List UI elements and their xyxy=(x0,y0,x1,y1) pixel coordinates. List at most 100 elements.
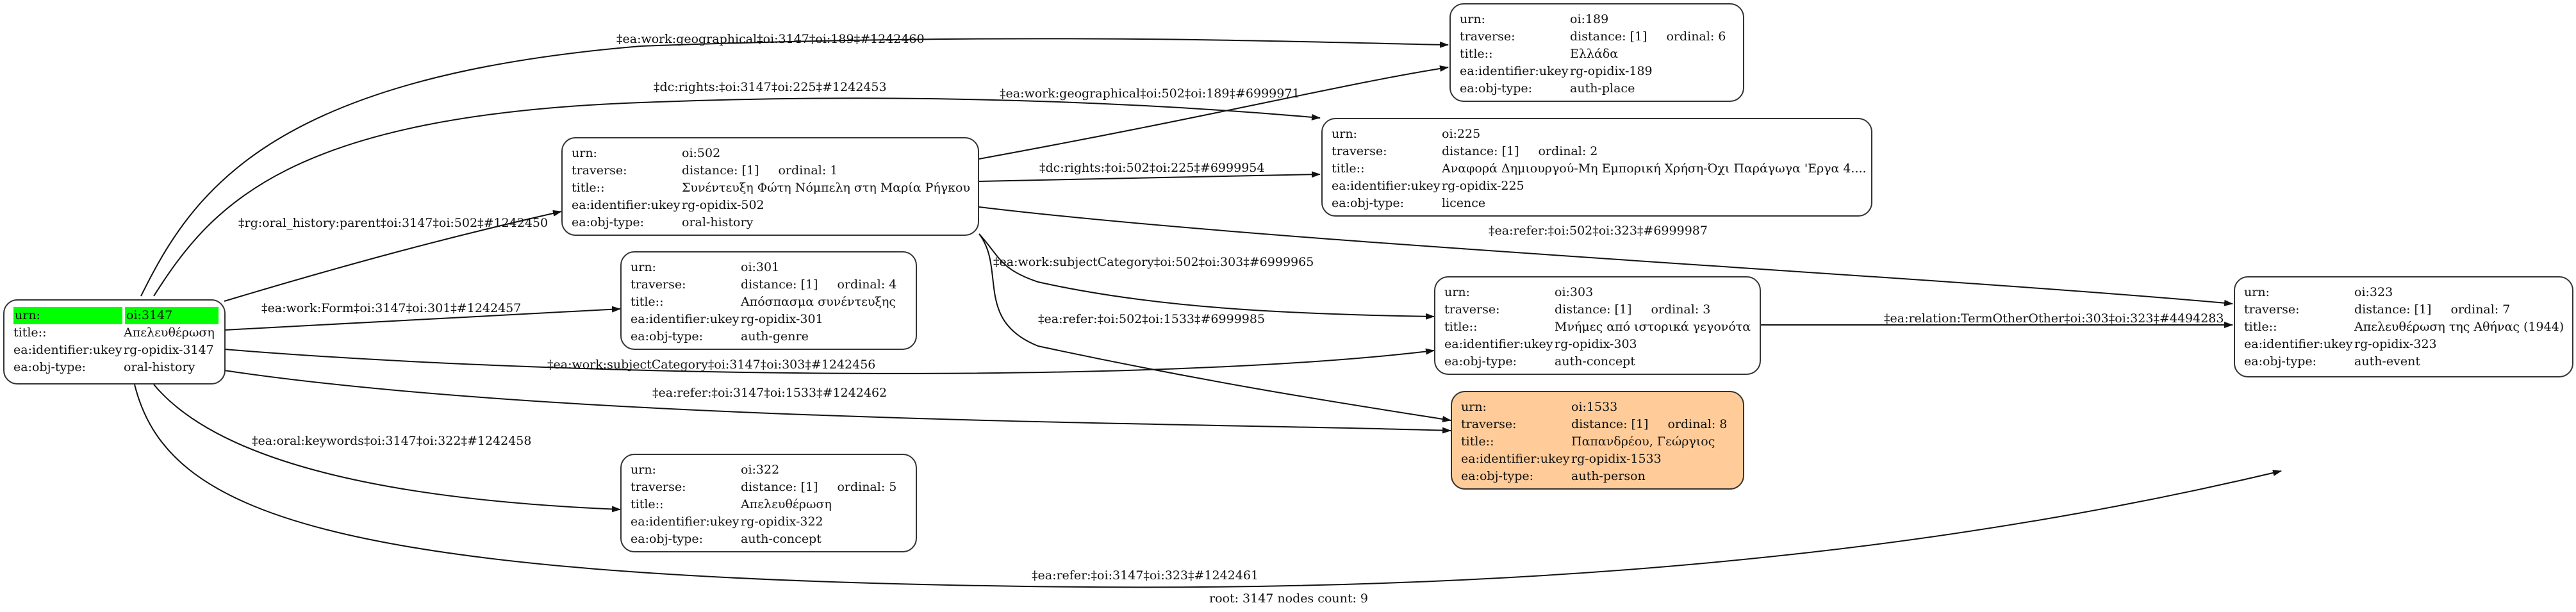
ukey-value: rg-opidix-3147 xyxy=(124,343,214,357)
ukey-key: ea:identifier:ukey xyxy=(572,198,681,212)
distance-value: distance: [1] xyxy=(2354,302,2432,317)
distance-value: distance: [1] xyxy=(1555,302,1632,317)
node-row-type: ea:obj-type: auth-concept xyxy=(1444,353,1751,370)
traverse-key: traverse: xyxy=(1460,29,1515,44)
node-row-title: title::Αναφορά Δημιουργού-Μη Εμπορική Χρ… xyxy=(1332,160,1867,178)
edge-label: ‡ea:relation:TermOtherOther‡oi:303‡oi:32… xyxy=(1884,311,2224,326)
urn-key: urn: xyxy=(631,463,656,477)
ukey-key: ea:identifier:ukey xyxy=(1332,179,1441,193)
type-value: auth-event xyxy=(2354,354,2420,368)
node-row-urn: urn:oi:225 xyxy=(1332,126,1862,143)
node-row-title: title::Απόσπασμα συνέντευξης xyxy=(631,294,907,311)
type-key: ea:obj-type: xyxy=(2244,354,2317,368)
edge-3147-189 xyxy=(140,38,1449,297)
node-oi-301[interactable]: urn:oi:301 traverse: distance: [1] ordinal… xyxy=(620,251,917,350)
edge-3147-323 xyxy=(134,384,2282,588)
title-key: title:: xyxy=(631,295,664,309)
edge-3147-502 xyxy=(224,210,562,302)
edge-502-225 xyxy=(978,171,1321,182)
node-row-type: ea:obj-type: oral-history xyxy=(572,214,969,231)
urn-value: oi:3147 xyxy=(125,307,219,324)
node-row-type: ea:obj-type: oral-history xyxy=(13,359,215,376)
ordinal-value: ordinal: 6 xyxy=(1666,29,1726,44)
ukey-value: rg-opidix-322 xyxy=(741,515,823,529)
node-oi-189[interactable]: urn: oi:189 traverse: distance: [1] ordinal… xyxy=(1449,3,1744,102)
node-oi-3147[interactable]: urn:oi:3147 title::Απελευθέρωση ea:ident… xyxy=(3,299,226,385)
node-row-urn: urn:oi:323 xyxy=(2244,284,2563,301)
node-row-type: ea:obj-type:auth-concept xyxy=(631,531,907,548)
type-value: licence xyxy=(1442,196,1486,210)
title-value: Μνήμες από ιστορικά γεγονότα xyxy=(1555,320,1751,334)
edge-502-1533 xyxy=(978,233,1451,422)
ukey-value: rg-opidix-225 xyxy=(1442,179,1524,193)
ukey-key: ea:identifier:ukey xyxy=(631,515,739,529)
urn-value: oi:189 xyxy=(1570,12,1609,26)
node-row-urn: urn:oi:322 xyxy=(631,461,907,479)
edge-label: ‡ea:refer:‡oi:502‡oi:1533‡#6999985 xyxy=(1038,312,1265,326)
type-key: ea:obj-type: xyxy=(1461,469,1534,483)
distance-value: distance: [1] xyxy=(1442,144,1519,158)
node-row-title: title::Απελευθέρωση της Αθήνας (1944) xyxy=(2244,318,2564,336)
ordinal-value: ordinal: 4 xyxy=(837,277,897,292)
edge-502-323 xyxy=(978,206,2233,306)
distance-value: distance: [1] xyxy=(741,277,818,292)
type-value: auth-concept xyxy=(1555,354,1635,368)
node-row-urn: urn: oi:189 xyxy=(1460,11,1734,28)
edge-label: ‡dc:rights:‡oi:502‡oi:225‡#6999954 xyxy=(1039,161,1264,175)
node-row-urn: urn:oi:1533 xyxy=(1461,399,1734,416)
node-oi-1533[interactable]: urn:oi:1533 traverse:distance: [1]ordina… xyxy=(1451,391,1744,490)
title-key: title:: xyxy=(572,181,605,195)
urn-key: urn: xyxy=(1444,285,1470,299)
type-value: auth-genre xyxy=(741,329,809,343)
node-row-traverse: traverse:distance: [1]ordinal: 7 xyxy=(2244,301,2563,318)
urn-key: urn: xyxy=(1460,12,1485,26)
ordinal-value: ordinal: 1 xyxy=(778,163,838,178)
distance-value: distance: [1] xyxy=(1571,417,1649,431)
title-value: Απελευθέρωση xyxy=(741,497,832,511)
edge-3147-225 xyxy=(153,97,1321,297)
node-row-title: title::Παπανδρέου, Γεώργιος xyxy=(1461,433,1734,451)
title-value: Απελευθέρωση xyxy=(124,326,215,340)
traverse-key: traverse: xyxy=(631,277,686,292)
node-oi-225[interactable]: urn:oi:225 traverse:distance: [1]ordinal… xyxy=(1321,118,1872,217)
node-oi-303[interactable]: urn:oi:303 traverse:distance: [1]ordinal… xyxy=(1434,276,1761,375)
ukey-key: ea:identifier:ukey xyxy=(1444,337,1553,351)
node-row-title: title::Μνήμες από ιστορικά γεγονότα xyxy=(1444,318,1751,336)
node-row-urn: urn:oi:502 xyxy=(572,145,969,162)
title-value: Αναφορά Δημιουργού-Μη Εμπορική Χρήση-Όχι… xyxy=(1442,161,1867,176)
type-key: ea:obj-type: xyxy=(13,360,87,374)
ordinal-value: ordinal: 3 xyxy=(1651,302,1711,317)
title-value: Συνέντευξη Φώτη Νόμπελη στη Μαρία Ρήγκου xyxy=(682,181,970,195)
node-oi-323[interactable]: urn:oi:323 traverse:distance: [1]ordinal… xyxy=(2234,276,2573,377)
edge-label: ‡rg:oral_history:parent‡oi:3147‡oi:502‡#… xyxy=(238,216,548,230)
type-key: ea:obj-type: xyxy=(1444,354,1517,368)
edge-502-189 xyxy=(978,65,1449,160)
title-key: title:: xyxy=(1461,434,1494,449)
urn-value: oi:301 xyxy=(741,260,780,274)
type-key: ea:obj-type: xyxy=(1332,196,1405,210)
type-value: oral-history xyxy=(124,360,195,374)
node-row-title: title::Απελευθέρωση xyxy=(631,496,907,513)
ordinal-value: ordinal: 7 xyxy=(2450,302,2511,317)
urn-value: oi:502 xyxy=(682,146,721,160)
node-oi-502[interactable]: urn:oi:502 traverse:distance: [1]ordinal… xyxy=(561,137,979,236)
node-row-urn: urn:oi:301 xyxy=(631,259,907,276)
ukey-key: ea:identifier:ukey xyxy=(631,312,739,326)
type-key: ea:obj-type: xyxy=(572,215,645,229)
type-value: oral-history xyxy=(682,215,754,229)
distance-value: distance: [1] xyxy=(1570,29,1647,44)
type-key: ea:obj-type: xyxy=(631,329,704,343)
title-key: title:: xyxy=(1332,161,1365,176)
edge-label: ‡ea:work:Form‡oi:3147‡oi:301‡#1242457 xyxy=(261,301,521,315)
node-oi-322[interactable]: urn:oi:322 traverse:distance: [1]ordinal… xyxy=(620,454,917,552)
type-key: ea:obj-type: xyxy=(1460,81,1533,95)
urn-value: oi:303 xyxy=(1555,285,1594,299)
node-row-traverse: traverse:distance: [1]ordinal: 1 xyxy=(572,162,969,179)
node-row-title: title::Συνέντευξη Φώτη Νόμπελη στη Μαρία… xyxy=(572,179,970,197)
node-row-traverse: traverse:distance: [1]ordinal: 8 xyxy=(1461,416,1734,433)
